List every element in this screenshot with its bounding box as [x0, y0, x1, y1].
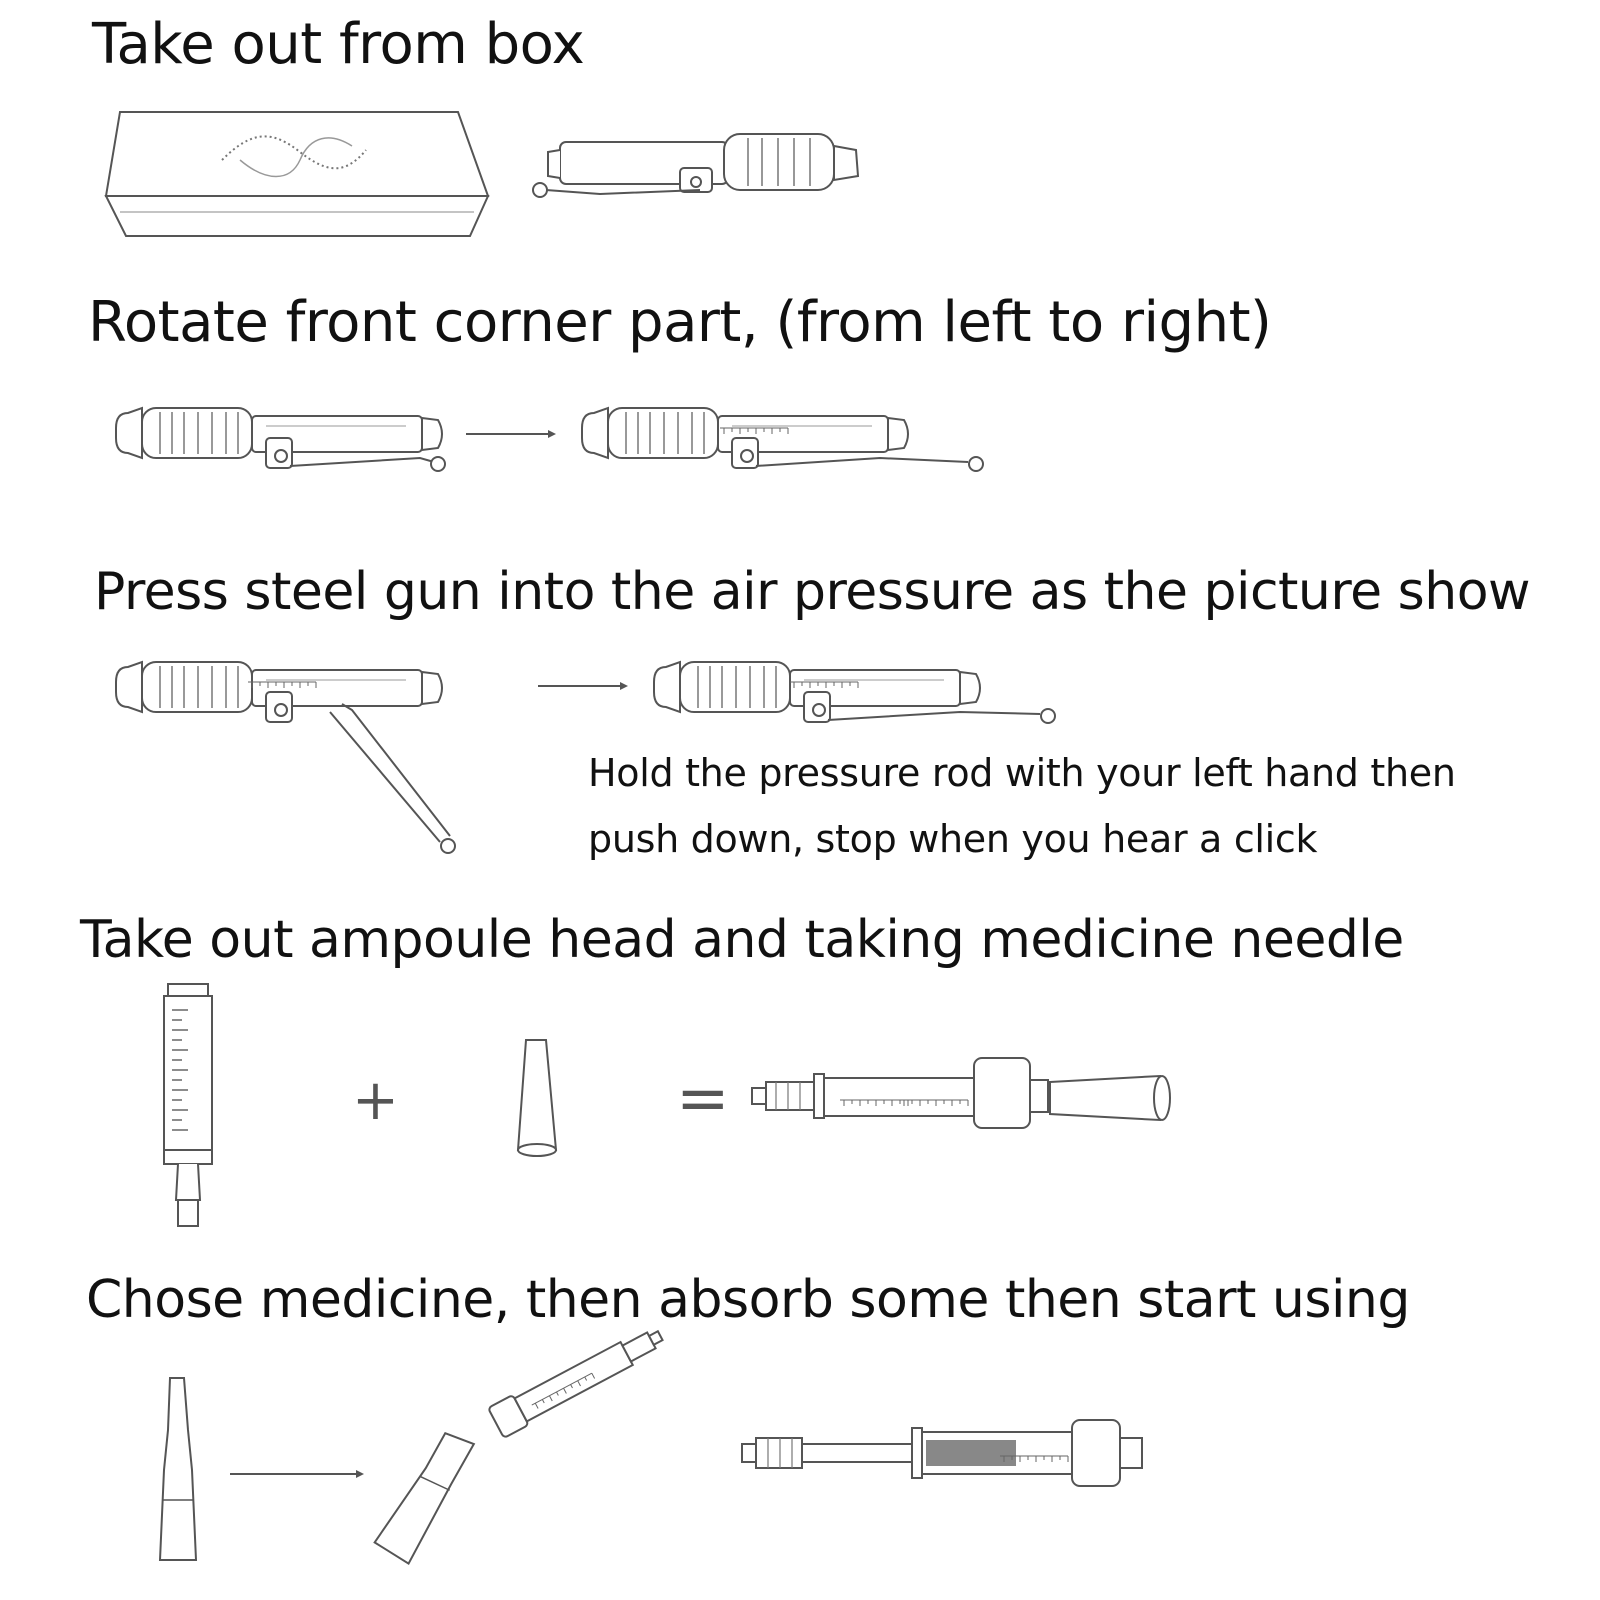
arrow-right-icon: [230, 1470, 364, 1478]
arrow-right-icon: [538, 682, 628, 690]
equals-sign: =: [676, 1062, 730, 1136]
step-3-title: Press steel gun into the air pressure as…: [94, 562, 1531, 622]
step-3-note-line-2: push down, stop when you hear a click: [588, 817, 1318, 861]
step-1-title: Take out from box: [92, 12, 585, 77]
step-3-note-line-1: Hold the pressure rod with your left han…: [588, 751, 1456, 795]
injector-pen-icon: [115, 407, 445, 471]
injector-pen-icon: [115, 661, 455, 853]
needle-cap-icon: [518, 1040, 556, 1156]
step-5-title: Chose medicine, then absorb some then st…: [86, 1270, 1410, 1330]
assembled-syringe-icon: [742, 1420, 1142, 1486]
assembled-syringe-icon: [488, 1321, 668, 1438]
step-2-title: Rotate front corner part, (from left to …: [88, 290, 1272, 355]
step-3-note: Hold the pressure rod with your left han…: [588, 740, 1456, 872]
medicine-vial-icon: [160, 1378, 196, 1560]
box-icon: [106, 112, 488, 236]
step-4-title: Take out ampoule head and taking medicin…: [80, 910, 1404, 970]
arrow-right-icon: [466, 430, 556, 438]
assembled-syringe-icon: [752, 1058, 1170, 1128]
medicine-vial-icon: [375, 1427, 481, 1564]
injector-pen-icon: [581, 407, 983, 471]
injector-pen-icon: [653, 661, 1055, 723]
injector-pen-icon: [533, 134, 858, 197]
ampoule-syringe-icon: [164, 984, 212, 1226]
plus-sign: +: [352, 1068, 399, 1133]
